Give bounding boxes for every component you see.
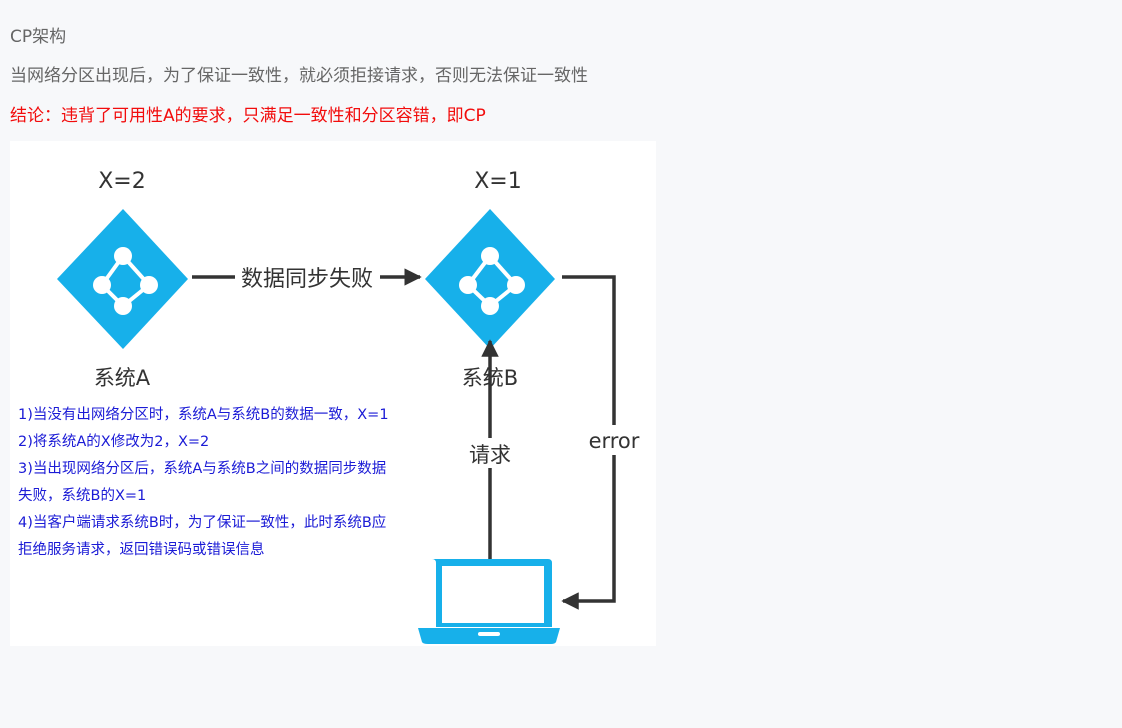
conclusion-text: 结论：违背了可用性A的要求，只满足一致性和分区容错，即CP bbox=[10, 106, 486, 126]
diagram-canvas: X=2 X=1 bbox=[57, 169, 644, 644]
error-edge-label: error bbox=[589, 429, 640, 453]
note-line: 失败，系统B的X=1 bbox=[18, 488, 147, 504]
note-line: 3)当出现网络分区后，系统A与系统B之间的数据同步数据 bbox=[18, 461, 387, 477]
system-b-node-icon bbox=[425, 209, 555, 349]
system-a-node-icon bbox=[57, 209, 188, 349]
node-b-value: X=1 bbox=[474, 169, 522, 194]
cp-architecture-diagram: X=2 X=1 bbox=[10, 141, 656, 646]
note-line: 2)将系统A的X修改为2，X=2 bbox=[18, 434, 210, 450]
explanation-notes: 1)当没有出网络分区时，系统A与系统B的数据一致，X=1 2)将系统A的X修改为… bbox=[18, 402, 428, 564]
description-text: 当网络分区出现后，为了保证一致性，就必须拒接请求，否则无法保证一致性 bbox=[10, 66, 588, 86]
system-a-label: 系统A bbox=[94, 366, 151, 390]
note-line: 1)当没有出网络分区时，系统A与系统B的数据一致，X=1 bbox=[18, 407, 389, 423]
node-a-value: X=2 bbox=[98, 169, 146, 194]
note-line: 拒绝服务请求，返回错误码或错误信息 bbox=[18, 542, 265, 558]
page-title: CP架构 bbox=[10, 27, 67, 47]
note-line: 4)当客户端请求系统B时，为了保证一致性，此时系统B应 bbox=[18, 515, 387, 531]
laptop-client-icon bbox=[418, 559, 560, 644]
sync-edge-label: 数据同步失败 bbox=[241, 267, 373, 292]
request-edge-label: 请求 bbox=[469, 443, 511, 467]
